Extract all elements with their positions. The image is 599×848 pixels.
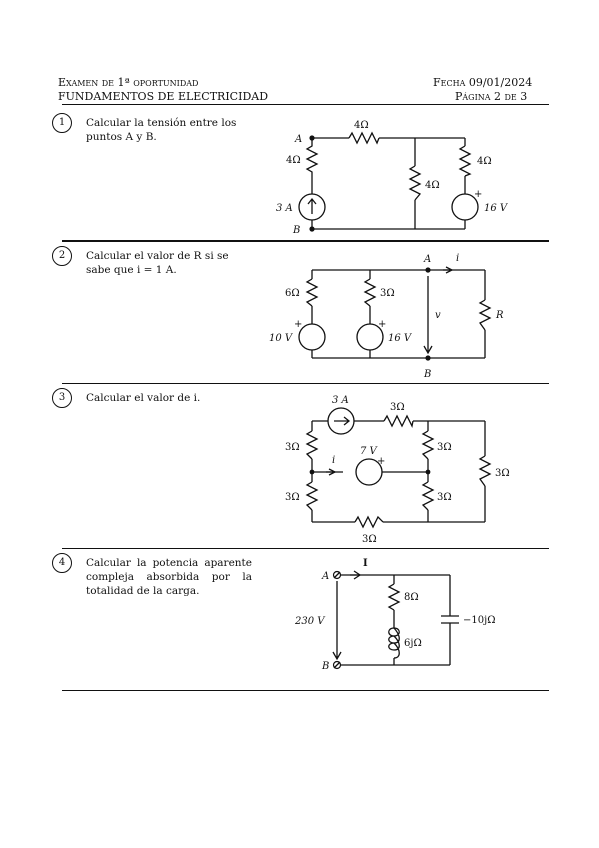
- question-3-number: 3: [52, 388, 72, 408]
- exam-label: Examen de 1ª oportunidad: [58, 76, 199, 89]
- circuit-1-label-r-left: 4Ω: [286, 155, 301, 166]
- circuit-2-label-r-mid: 3Ω: [380, 288, 395, 299]
- circuit-2-voltage-label: v: [435, 310, 441, 321]
- circuit-2-resistor-right: [478, 299, 492, 331]
- circuit-2-resistor-left: [305, 278, 319, 307]
- circuit-3-label-r-mid-top: 3Ω: [437, 442, 452, 453]
- divider-4: [62, 690, 549, 691]
- circuit-3-resistor-bottom: [354, 515, 384, 529]
- circuit-1-label-r-top: 4Ω: [354, 120, 369, 131]
- circuit-4-current-label: I: [363, 558, 368, 569]
- circuit-1: A B 4Ω 4Ω 4Ω 4Ω 3 A 16 V +: [276, 120, 509, 236]
- circuit-4: I A B 230 V 8Ω 6jΩ −10jΩ: [294, 558, 496, 672]
- header-rule: [62, 104, 549, 105]
- circuit-2-source-mid: [356, 323, 384, 351]
- circuit-1-node-a: A: [294, 134, 302, 145]
- circuit-4-voltage-label: 230 V: [294, 616, 326, 627]
- question-1-text: Calcular la tensión entre los puntos A y…: [86, 117, 237, 143]
- circuit-3-resistor-right: [478, 455, 492, 487]
- circuit-2: A B i 6Ω 3Ω R 10 V 16 V v + +: [269, 253, 504, 380]
- circuit-2-node-a: A: [423, 254, 431, 265]
- circuit-1-label-r-right: 4Ω: [477, 156, 492, 167]
- divider-1: [62, 240, 549, 242]
- circuit-3-resistor-top: [383, 414, 414, 428]
- course-title: FUNDAMENTOS DE ELECTRICIDAD: [58, 90, 269, 103]
- circuit-3-resistor-left-bottom: [305, 481, 319, 511]
- circuit-1-resistor-top: [348, 131, 380, 145]
- circuit-2-node-b: B: [423, 369, 431, 380]
- question-2-text: Calcular el valor de R si se sabe que i …: [86, 250, 229, 276]
- circuit-2-source-left: [298, 323, 326, 351]
- circuit-4-label-l: 6jΩ: [404, 638, 422, 649]
- question-4-text: Calcular la potencia aparente compleja a…: [86, 557, 252, 597]
- circuit-2-label-source-mid: 16 V: [388, 333, 413, 344]
- circuit-3-label-r-right: 3Ω: [495, 468, 510, 479]
- exam-date: Fecha 09/01/2024: [433, 76, 533, 89]
- circuit-3: 3 A 3Ω 3Ω 3Ω 3Ω 3Ω 3Ω 3Ω 7 V + i: [285, 395, 510, 545]
- circuit-3-label-r-left-bottom: 3Ω: [285, 492, 300, 503]
- circuit-3-current-label: i: [332, 455, 335, 466]
- circuit-1-label-r-mid: 4Ω: [425, 180, 440, 191]
- question-3-text: Calcular el valor de i.: [86, 392, 201, 404]
- question-4-number: 4: [52, 553, 72, 573]
- page-number: Página 2 de 3: [455, 90, 528, 103]
- circuit-4-resistor: [387, 583, 401, 611]
- circuit-3-label-r-mid-bottom: 3Ω: [437, 492, 452, 503]
- circuit-3-voltage-source: [355, 458, 383, 486]
- circuit-1-voltage-source: [451, 193, 479, 221]
- question-1-number: 1: [52, 113, 72, 133]
- circuit-2-label-r-left: 6Ω: [285, 288, 300, 299]
- circuit-4-inductor: [388, 627, 400, 659]
- circuit-1-resistor-left: [305, 138, 319, 194]
- circuit-2-label-r: R: [495, 310, 504, 321]
- circuit-3-label-r-top: 3Ω: [390, 402, 405, 413]
- question-2-number: 2: [52, 246, 72, 266]
- circuit-4-node-a: A: [321, 571, 329, 582]
- circuit-3-label-current-source: 3 A: [332, 395, 349, 406]
- circuit-3-label-voltage-source: 7 V: [360, 446, 379, 457]
- circuit-3-label-r-bottom: 3Ω: [362, 534, 377, 545]
- circuit-1-plus: +: [474, 189, 482, 200]
- circuit-4-capacitor: [441, 615, 459, 624]
- circuit-1-resistor-right: [458, 145, 472, 177]
- circuit-2-plus-left: +: [294, 319, 302, 330]
- circuit-4-label-c: −10jΩ: [463, 615, 496, 626]
- circuit-2-plus-mid: +: [378, 319, 386, 330]
- circuit-3-resistor-left-top: [305, 430, 319, 460]
- divider-3: [62, 548, 549, 549]
- circuit-3-resistor-mid-top: [421, 430, 435, 460]
- circuit-1-label-current-source: 3 A: [276, 203, 293, 214]
- circuit-2-resistor-mid: [363, 278, 377, 307]
- circuit-2-label-source-left: 10 V: [269, 333, 294, 344]
- divider-2: [62, 383, 549, 384]
- circuit-1-resistor-mid: [408, 165, 422, 201]
- circuit-1-node-b: B: [292, 225, 300, 236]
- circuit-2-current-label: i: [456, 253, 459, 264]
- circuit-3-plus: +: [377, 456, 385, 467]
- circuit-4-node-b: B: [321, 661, 329, 672]
- circuit-4-label-r: 8Ω: [404, 592, 419, 603]
- circuit-3-resistor-mid-bottom: [421, 481, 435, 511]
- circuit-1-label-voltage-source: 16 V: [484, 203, 509, 214]
- circuit-3-label-r-left-top: 3Ω: [285, 442, 300, 453]
